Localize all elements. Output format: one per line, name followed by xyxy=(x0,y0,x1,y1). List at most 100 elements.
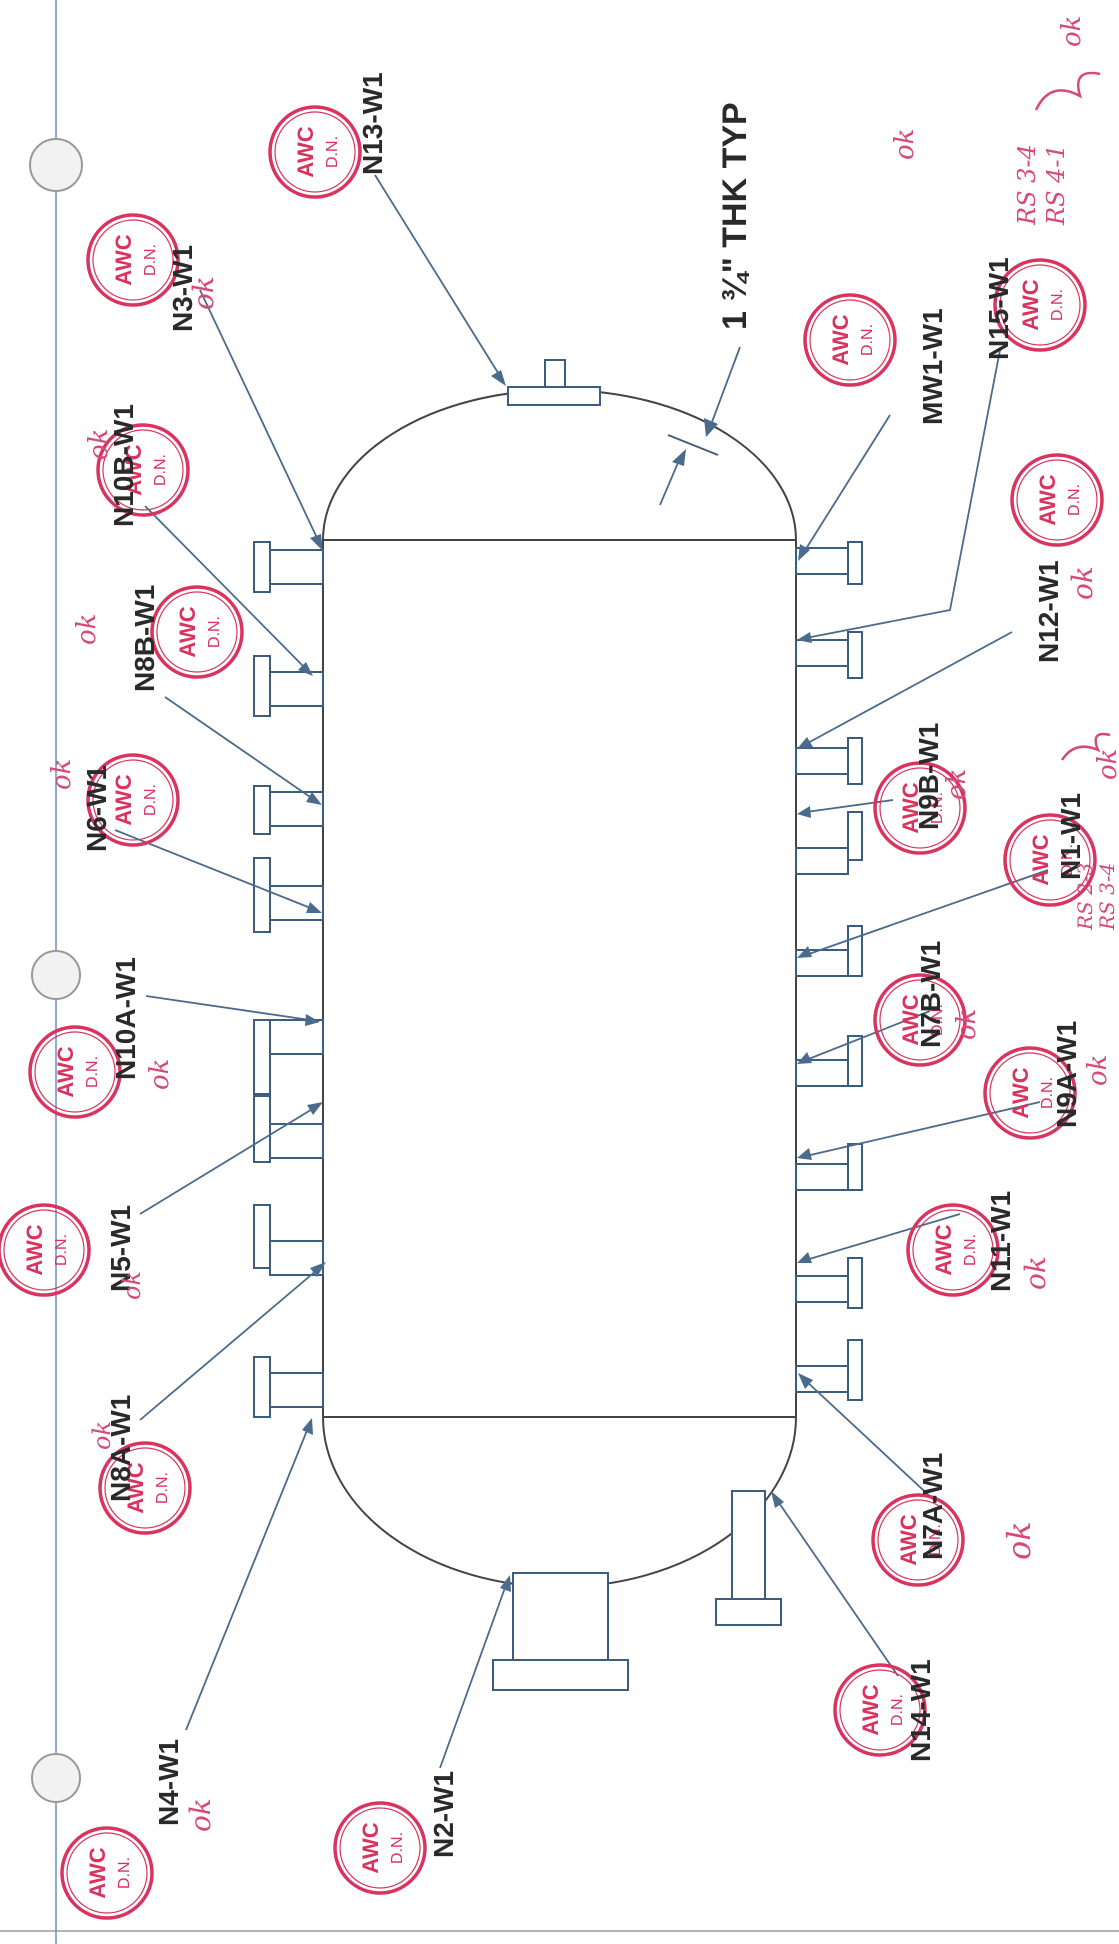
inspection-stamp: AWC D.N. xyxy=(86,213,180,307)
svg-text:AWC: AWC xyxy=(896,1514,921,1565)
svg-text:D.N.: D.N. xyxy=(962,1234,979,1266)
label-n7b: N7B-W1 xyxy=(915,941,946,1048)
rs-note: RS 4-1 xyxy=(1042,144,1070,226)
handwritten-ok-marks: ok ok ok ok ok ok ok ok ok ok ok ok ok o… xyxy=(47,16,1119,1832)
inspection-stamp: AWC D.N. xyxy=(906,1203,1000,1297)
thickness-note: 1 ¾" THK TYP xyxy=(716,102,754,330)
ok-mark: ok xyxy=(1093,749,1119,780)
inspection-stamp: AWC D.N. xyxy=(96,423,190,517)
right-nozzle-4 xyxy=(795,811,863,875)
right-nozzle-2 xyxy=(795,631,863,679)
right-nozzle-6 xyxy=(795,1035,863,1087)
inspection-stamp: AWC D.N. xyxy=(268,105,362,199)
left-nozzle-5 xyxy=(253,1019,324,1095)
ok-mark: ok xyxy=(47,759,77,790)
inspection-stamp: AWC D.N. xyxy=(0,1203,91,1297)
svg-text:AWC: AWC xyxy=(1035,474,1060,525)
svg-text:D.N.: D.N. xyxy=(1039,1077,1056,1109)
svg-text:AWC: AWC xyxy=(175,606,200,657)
svg-text:AWC: AWC xyxy=(121,444,146,495)
ok-mark: ok xyxy=(890,129,920,160)
ok-mark: ok xyxy=(184,1798,217,1832)
svg-text:D.N.: D.N. xyxy=(116,1857,133,1889)
inspection-stamp: AWC D.N. xyxy=(993,258,1087,352)
svg-text:D.N.: D.N. xyxy=(324,136,341,168)
left-nozzle-3 xyxy=(253,785,324,835)
svg-text:D.N.: D.N. xyxy=(859,324,876,356)
inspection-stamp: AWC D.N. xyxy=(86,753,180,847)
inspection-stamp: AWC D.N. xyxy=(803,293,897,387)
label-n14: N14-W1 xyxy=(905,1659,936,1762)
svg-text:AWC: AWC xyxy=(858,1684,883,1735)
svg-text:D.N.: D.N. xyxy=(142,244,159,276)
left-nozzle-4 xyxy=(253,857,324,933)
svg-text:D.N.: D.N. xyxy=(1059,844,1076,876)
leader-lines-left xyxy=(114,174,511,1769)
thickness-marker xyxy=(659,346,741,506)
bracket-mark xyxy=(1034,71,1101,111)
svg-text:D.N.: D.N. xyxy=(389,1832,406,1864)
svg-text:D.N.: D.N. xyxy=(927,1524,944,1556)
inspection-stamp: AWC D.N. xyxy=(150,585,244,679)
label-n9b: N9B-W1 xyxy=(913,723,944,830)
label-n2: N2-W1 xyxy=(428,1771,459,1858)
binder-hole-bottom xyxy=(31,1753,81,1803)
label-n5: N5-W1 xyxy=(105,1205,136,1292)
weld-labels-right: MW1-W1 N15-W1 N12-W1 N9B-W1 N1-W1 N7B-W1… xyxy=(905,257,1086,1762)
label-n1: N1-W1 xyxy=(1055,793,1086,880)
svg-text:AWC: AWC xyxy=(1028,834,1053,885)
svg-text:AWC: AWC xyxy=(898,782,923,833)
rs-note: RS 3-4 xyxy=(1013,144,1041,226)
svg-text:D.N.: D.N. xyxy=(929,1004,946,1036)
svg-text:AWC: AWC xyxy=(1008,1067,1033,1118)
svg-text:AWC: AWC xyxy=(358,1822,383,1873)
ok-mark: ok xyxy=(145,1059,175,1090)
svg-text:AWC: AWC xyxy=(22,1224,47,1275)
right-nozzle-8 xyxy=(795,1257,863,1309)
label-n4: N4-W1 xyxy=(153,1739,184,1826)
ok-mark: ok xyxy=(952,1009,982,1040)
inspection-stamp: AWC D.N. xyxy=(871,1493,965,1587)
svg-text:D.N.: D.N. xyxy=(152,454,169,486)
rs-note: RS 2-3 xyxy=(1073,863,1097,931)
inspection-stamp: AWC D.N. xyxy=(333,1801,427,1895)
nozzle-n14 xyxy=(715,1490,782,1626)
svg-text:D.N.: D.N. xyxy=(154,1472,171,1504)
svg-text:AWC: AWC xyxy=(898,994,923,1045)
inspection-stamp: AWC D.N. xyxy=(983,1046,1077,1140)
ok-mark: ok xyxy=(1066,566,1099,600)
bottom-head xyxy=(322,1416,797,1588)
left-nozzle-6 xyxy=(253,1095,324,1163)
left-nozzle-2 xyxy=(253,655,324,717)
svg-text:D.N.: D.N. xyxy=(1049,289,1066,321)
inspection-stamp: AWC D.N. xyxy=(1010,453,1104,547)
leader-lines-right xyxy=(771,349,1049,1677)
ok-mark: ok xyxy=(1057,16,1087,47)
inspection-stamps: AWC D.N. AWC D.N. AWC D.N. AWC D.N. AWC … xyxy=(0,105,1104,1920)
svg-text:AWC: AWC xyxy=(111,774,136,825)
svg-text:D.N.: D.N. xyxy=(142,784,159,816)
svg-text:D.N.: D.N. xyxy=(889,1694,906,1726)
left-nozzle-1 xyxy=(253,541,324,593)
label-n3: N3-W1 xyxy=(167,245,198,332)
label-n10b: N10B-W1 xyxy=(108,404,139,527)
vessel-outline xyxy=(322,389,797,1588)
label-mw1: MW1-W1 xyxy=(917,308,948,425)
label-n7a: N7A-W1 xyxy=(917,1453,948,1560)
nozzle-n13 xyxy=(507,359,601,406)
binder-hole-middle xyxy=(31,950,81,1000)
left-nozzles xyxy=(253,541,324,1418)
svg-text:AWC: AWC xyxy=(828,314,853,365)
left-nozzle-8 xyxy=(253,1356,324,1418)
svg-text:AWC: AWC xyxy=(1018,279,1043,330)
label-n10a: N10A-W1 xyxy=(110,957,141,1080)
ok-mark: ok xyxy=(1083,1055,1113,1086)
ok-mark: ok xyxy=(942,769,972,800)
svg-text:D.N.: D.N. xyxy=(206,616,223,648)
label-n11: N11-W1 xyxy=(985,1191,1016,1292)
svg-text:D.N.: D.N. xyxy=(84,1056,101,1088)
binder-hole-top xyxy=(29,138,83,192)
ok-mark: ok xyxy=(88,1421,116,1450)
inspection-stamp: AWC D.N. xyxy=(28,1025,122,1119)
